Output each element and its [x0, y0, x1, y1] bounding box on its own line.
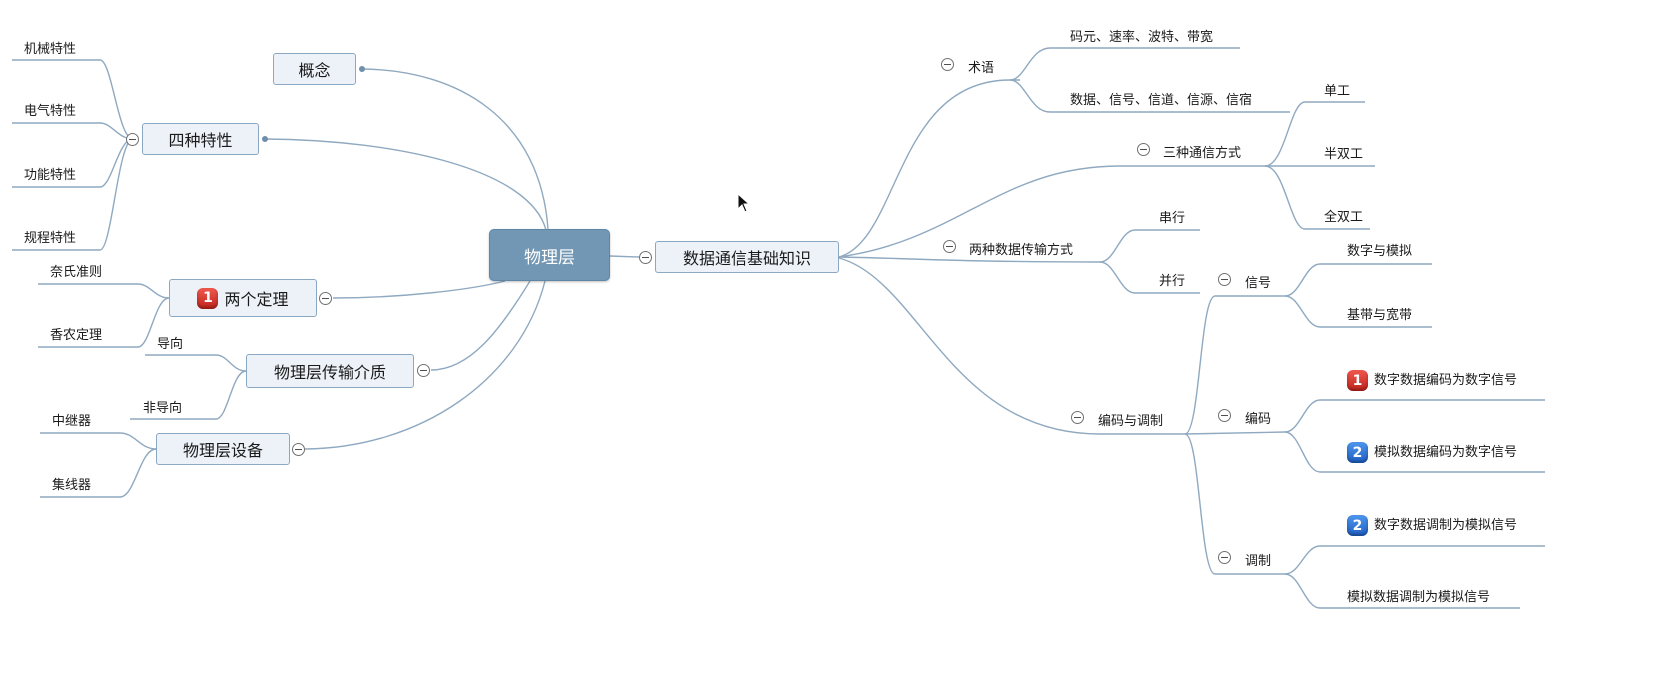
connector-media-child	[145, 354, 247, 372]
connector-modulate-child	[1284, 545, 1545, 575]
four-props-label: 四种特性	[168, 131, 233, 150]
connector-codec-signal	[1184, 295, 1285, 435]
modulate-collapse-icon[interactable]	[1218, 551, 1231, 564]
modulate-child: 模拟数据调制为模拟信号	[1347, 590, 1491, 605]
encode-child-text: 模拟数据编码为数字信号	[1374, 445, 1518, 460]
two-theorems-label: 两个定理	[224, 290, 289, 309]
priority-2-icon: 2	[1347, 442, 1368, 463]
connector-codec-modulate	[1184, 433, 1285, 575]
connector-transfer-child	[1099, 229, 1200, 263]
encode-child-text: 数字数据编码为数字信号	[1374, 373, 1518, 388]
two-theorems-node[interactable]: 1 两个定理	[169, 279, 317, 317]
connector-terms-child	[1009, 79, 1290, 113]
connector-modulate-child	[1284, 573, 1520, 609]
terms-child: 码元、速率、波特、带宽	[1070, 30, 1214, 45]
three-modes-collapse-icon[interactable]	[1137, 143, 1150, 156]
media-node[interactable]: 物理层传输介质	[246, 354, 414, 388]
four-props-child: 机械特性	[24, 42, 77, 57]
concept-node[interactable]: 概念	[273, 53, 356, 85]
root-node[interactable]: 物理层	[489, 229, 610, 281]
three-modes-child: 单工	[1324, 84, 1351, 99]
connector-main-terms	[838, 79, 1020, 258]
modulate-label: 调制	[1245, 554, 1272, 569]
connector-root-media	[430, 280, 531, 371]
media-label: 物理层传输介质	[273, 363, 386, 382]
modulate-child: 2 数字数据调制为模拟信号	[1347, 514, 1517, 536]
connector-main-transfer	[838, 256, 1101, 263]
connector-root-devices	[304, 280, 546, 450]
encode-label: 编码	[1245, 412, 1272, 427]
connector-encode-child	[1284, 399, 1545, 433]
three-modes-child: 全双工	[1324, 210, 1364, 225]
connector-modes-child	[1264, 101, 1365, 167]
two-transfer-label: 两种数据传输方式	[969, 243, 1074, 258]
signal-child: 基带与宽带	[1347, 308, 1413, 323]
four-props-child: 规程特性	[24, 231, 77, 246]
signal-child: 数字与模拟	[1347, 244, 1413, 259]
devices-label: 物理层设备	[182, 441, 263, 460]
connector-main-modes	[838, 165, 1265, 258]
two-transfer-child: 串行	[1159, 211, 1186, 226]
connector-transfer-child	[1099, 261, 1200, 294]
connector-device-child	[40, 432, 157, 450]
codec-collapse-icon[interactable]	[1071, 411, 1084, 424]
connector-root-fourprops	[264, 138, 547, 231]
devices-child: 集线器	[52, 478, 92, 493]
connector-media-child	[130, 370, 247, 420]
connector-signal-child	[1284, 295, 1432, 328]
mouse-cursor-icon	[737, 193, 751, 213]
connector-root-concept	[361, 68, 549, 230]
three-modes-child: 半双工	[1324, 147, 1364, 162]
connector-dot	[262, 136, 268, 142]
four-props-node[interactable]: 四种特性	[142, 123, 259, 155]
main-label: 数据通信基础知识	[682, 249, 811, 268]
three-modes-label: 三种通信方式	[1163, 146, 1242, 161]
modulate-child-text: 数字数据调制为模拟信号	[1374, 518, 1518, 533]
priority-1-icon: 1	[1347, 370, 1368, 391]
two-transfer-collapse-icon[interactable]	[943, 240, 956, 253]
connector-theorem-child	[38, 297, 170, 348]
connector-root-theorems	[332, 280, 506, 299]
root-label: 物理层	[524, 247, 575, 268]
four-props-child: 电气特性	[24, 104, 77, 119]
encode-child: 2 模拟数据编码为数字信号	[1347, 441, 1517, 463]
devices-collapse-icon[interactable]	[292, 443, 305, 456]
connector-modes-child	[1264, 165, 1370, 230]
connector-fourprops-child	[12, 122, 134, 140]
priority-2-icon: 2	[1347, 515, 1368, 536]
main-node[interactable]: 数据通信基础知识	[655, 241, 839, 273]
media-collapse-icon[interactable]	[417, 364, 430, 377]
connector-dot	[359, 66, 365, 72]
terms-collapse-icon[interactable]	[941, 58, 954, 71]
signal-label: 信号	[1245, 276, 1272, 291]
four-props-child: 功能特性	[24, 168, 77, 183]
devices-node[interactable]: 物理层设备	[156, 433, 290, 465]
two-theorems-child: 奈氏准则	[50, 265, 103, 280]
priority-1-icon: 1	[197, 287, 219, 309]
signal-collapse-icon[interactable]	[1218, 273, 1231, 286]
media-child: 导向	[157, 337, 184, 352]
connector-encode-child	[1284, 431, 1545, 473]
two-transfer-child: 并行	[1159, 274, 1186, 289]
devices-child: 中继器	[52, 414, 92, 429]
connector-terms-child	[1009, 47, 1240, 81]
terms-label: 术语	[968, 61, 995, 76]
two-theorems-child: 香农定理	[50, 328, 103, 343]
connector-theorem-child	[38, 283, 170, 299]
connector-root-main	[609, 255, 640, 258]
connector-main-codec	[838, 257, 1185, 435]
codec-label: 编码与调制	[1098, 414, 1164, 429]
media-child: 非导向	[143, 401, 183, 416]
connector-codec-encode	[1184, 431, 1286, 435]
connector-device-child	[40, 448, 157, 498]
concept-label: 概念	[298, 61, 331, 80]
two-theorems-collapse-icon[interactable]	[319, 292, 332, 305]
connector-signal-child	[1284, 263, 1432, 297]
encode-child: 1 数字数据编码为数字信号	[1347, 369, 1517, 391]
four-props-collapse-icon[interactable]	[126, 133, 139, 146]
main-collapse-icon[interactable]	[639, 251, 652, 264]
terms-child: 数据、信号、信道、信源、信宿	[1070, 93, 1253, 108]
encode-collapse-icon[interactable]	[1218, 409, 1231, 422]
